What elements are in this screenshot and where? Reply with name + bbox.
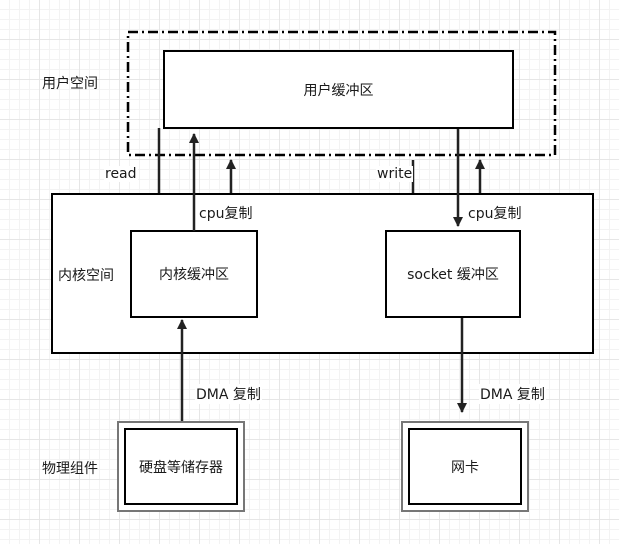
socket-buffer-label: socket 缓冲区 xyxy=(407,267,499,283)
dma-copy-left-label: DMA 复制 xyxy=(195,384,262,404)
cpu-copy-left-label: cpu复制 xyxy=(199,206,253,222)
user-buffer-label: 用户缓冲区 xyxy=(303,82,374,99)
user-space-boundary xyxy=(126,30,557,157)
kernel-buffer-box: 内核缓冲区 xyxy=(130,230,258,318)
write-label: write xyxy=(376,166,414,182)
user-buffer-box: 用户缓冲区 xyxy=(163,50,514,129)
user-space-label: 用户空间 xyxy=(42,76,98,92)
disk-label: 硬盘等储存器 xyxy=(139,459,223,476)
cpu-copy-right-label: cpu复制 xyxy=(468,206,522,222)
physical-label: 物理组件 xyxy=(42,461,98,477)
kernel-buffer-label: 内核缓冲区 xyxy=(159,267,229,283)
nic-label: 网卡 xyxy=(451,459,479,476)
dma-copy-right-label: DMA 复制 xyxy=(479,384,546,404)
socket-buffer-box: socket 缓冲区 xyxy=(385,230,521,318)
nic-box: 网卡 xyxy=(408,428,522,505)
disk-box: 硬盘等储存器 xyxy=(124,428,238,505)
kernel-space-label: 内核空间 xyxy=(58,268,114,284)
read-label: read xyxy=(104,166,138,182)
